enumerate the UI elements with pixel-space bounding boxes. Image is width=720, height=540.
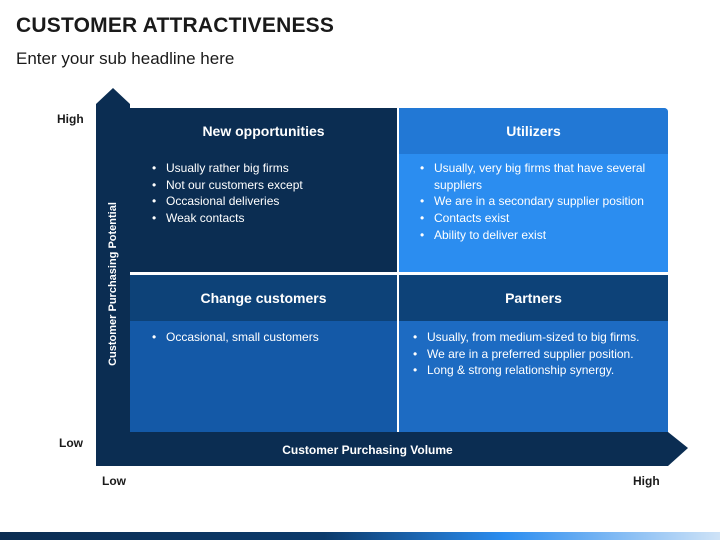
quadrant-body: Usually, from medium-sized to big firms.…: [399, 321, 668, 432]
bullet-item: Occasional, small customers: [148, 329, 397, 346]
quadrant-title: New opportunities: [130, 108, 397, 154]
bullet-item: Long & strong relationship synergy.: [409, 362, 650, 379]
quadrant-change-customers: Change customers Occasional, small custo…: [130, 275, 397, 432]
bullet-item: Not our customers except: [148, 177, 397, 194]
y-axis-title: Customer Purchasing Potential: [107, 202, 119, 366]
bullet-item: Weak contacts: [148, 210, 397, 227]
bullet-item: Contacts exist: [416, 210, 654, 227]
quadrant-body: Occasional, small customers: [130, 321, 397, 432]
page-subtitle: Enter your sub headline here: [16, 49, 235, 68]
bullet-item: We are in a secondary supplier position: [416, 193, 654, 210]
y-axis-high-label: High: [57, 112, 84, 126]
bullet-item: Occasional deliveries: [148, 193, 397, 210]
y-axis-low-label: Low: [59, 436, 83, 450]
page-title: CUSTOMER ATTRACTIVENESS: [16, 14, 335, 37]
quadrant-title: Change customers: [130, 275, 397, 321]
bullet-item: Ability to deliver exist: [416, 227, 654, 244]
bullet-item: We are in a preferred supplier position.: [409, 346, 650, 363]
bullet-list: Usually, from medium-sized to big firms.…: [409, 329, 650, 379]
quadrant-new-opportunities: New opportunities Usually rather big fir…: [130, 108, 397, 272]
bullet-item: Usually, very big firms that have severa…: [416, 160, 654, 193]
quadrant-body: Usually, very big firms that have severa…: [399, 154, 668, 272]
quadrant-title: Utilizers: [399, 108, 668, 154]
quadrant-body: Usually rather big firmsNot our customer…: [130, 154, 397, 272]
quadrant-title: Partners: [399, 275, 668, 321]
bullet-item: Usually, from medium-sized to big firms.: [409, 329, 650, 346]
x-axis-high-label: High: [633, 474, 660, 488]
quadrant-partners: Partners Usually, from medium-sized to b…: [399, 275, 668, 432]
quadrant-utilizers: Utilizers Usually, very big firms that h…: [399, 108, 668, 272]
bullet-list: Usually, very big firms that have severa…: [416, 160, 654, 244]
bullet-list: Occasional, small customers: [148, 329, 397, 346]
bullet-list: Usually rather big firmsNot our customer…: [148, 160, 397, 227]
x-axis-title: Customer Purchasing Volume: [282, 443, 453, 457]
bottom-accent-strip: [0, 532, 720, 540]
x-axis-low-label: Low: [102, 474, 126, 488]
bullet-item: Usually rather big firms: [148, 160, 397, 177]
